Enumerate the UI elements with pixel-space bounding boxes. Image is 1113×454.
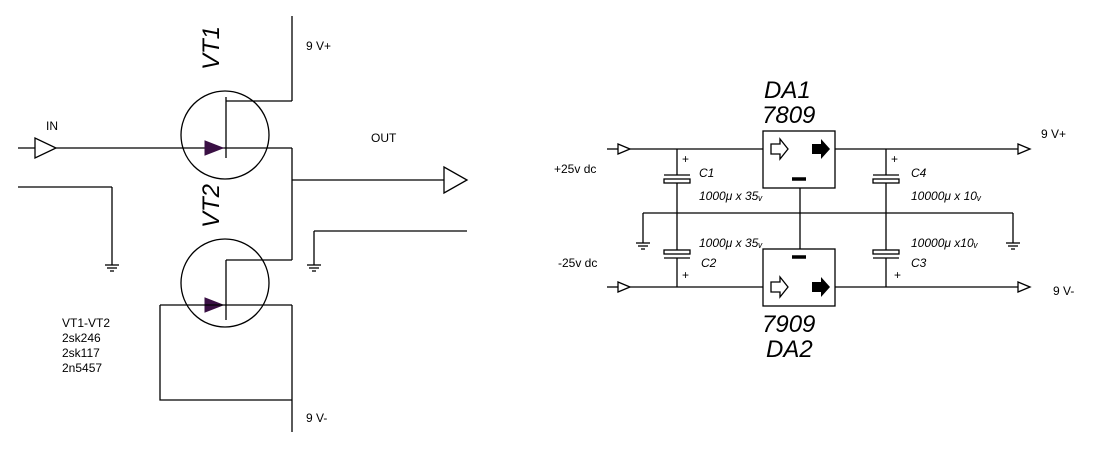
- ground-symbol: [105, 264, 119, 272]
- vt2-feedback-loop: [159, 305, 292, 401]
- c4-plus-sign: +: [891, 152, 898, 166]
- da2-part: 7909: [762, 311, 815, 338]
- da2-name: DA2: [766, 336, 813, 363]
- neg-output-label: 9 V-: [1053, 284, 1074, 298]
- c2-value: 1000μ x 35ᵥ: [699, 236, 763, 250]
- output-port-arrow: [443, 165, 469, 195]
- da2-regulator: [762, 248, 836, 307]
- pos-input-label: +25v dc: [554, 162, 596, 176]
- vt1-label: VT1: [198, 26, 225, 70]
- capacitor-c3: [872, 213, 900, 287]
- vt2-transistor: [180, 238, 270, 328]
- vt1-transistor: [180, 90, 270, 180]
- regulator-input-arrow-icon: [770, 275, 789, 299]
- parts-list-item: 2sk246: [62, 331, 101, 345]
- neg-output-arrow: [1017, 281, 1032, 293]
- c3-name: C3: [911, 256, 927, 270]
- ground-symbol: [307, 264, 321, 272]
- input-label: IN: [46, 119, 58, 133]
- ground-symbol: [1006, 242, 1020, 250]
- capacitor-c1: [663, 149, 691, 213]
- c1-value: 1000μ x 35ᵥ: [699, 189, 763, 203]
- vminus-label: 9 V-: [306, 411, 327, 425]
- c3-plus-sign: +: [894, 268, 901, 282]
- c2-name: C2: [701, 256, 717, 270]
- neg-input-arrow: [617, 281, 632, 293]
- parts-list-item: 2n5457: [62, 361, 102, 375]
- da1-name: DA1: [764, 77, 811, 104]
- regulator-output-arrow-icon: [812, 277, 830, 297]
- input-port-arrow: [34, 136, 58, 160]
- parts-list-item: VT1-VT2: [62, 316, 110, 330]
- capacitor-c2: [663, 213, 691, 287]
- c3-value: 10000μ x10ᵥ: [911, 236, 979, 250]
- pos-input-arrow: [617, 143, 632, 155]
- power-supply-circuit: +25v dc 9 V+ -25v dc 9 V-: [554, 77, 1074, 363]
- pos-output-label: 9 V+: [1041, 127, 1066, 141]
- ground-symbol: [636, 242, 650, 250]
- pos-output-arrow: [1017, 143, 1032, 155]
- output-label: OUT: [371, 131, 397, 145]
- vplus-label: 9 V+: [306, 39, 331, 53]
- c4-name: C4: [911, 166, 927, 180]
- c2-plus-sign: +: [682, 268, 689, 282]
- buffer-circuit: IN VT1 9 V+ OUT: [18, 16, 469, 432]
- c1-name: C1: [699, 166, 714, 180]
- c4-value: 10000μ x 10ᵥ: [911, 189, 982, 203]
- da1-part: 7809: [762, 102, 815, 129]
- regulator-output-arrow-icon: [812, 139, 830, 159]
- vt2-label: VT2: [198, 184, 225, 228]
- parts-list-item: 2sk117: [62, 346, 100, 360]
- neg-input-label: -25v dc: [558, 256, 597, 270]
- capacitor-c4: [872, 149, 900, 213]
- parts-list: VT1-VT2 2sk246 2sk117 2n5457: [62, 316, 110, 375]
- regulator-input-arrow-icon: [770, 137, 789, 161]
- da1-regulator: [762, 130, 836, 189]
- c1-plus-sign: +: [682, 152, 689, 166]
- vt1-gate-arrow: [204, 140, 225, 156]
